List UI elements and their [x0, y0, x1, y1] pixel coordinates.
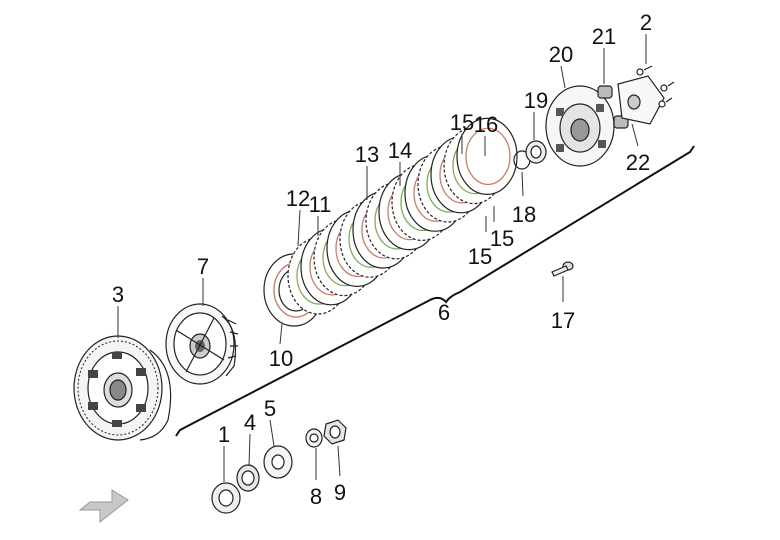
- callout-5: 5: [264, 396, 276, 421]
- callout-8: 8: [310, 484, 322, 509]
- washer-8: [305, 428, 323, 448]
- callout-17: 17: [551, 308, 575, 333]
- plate-inner-ring: [465, 127, 511, 186]
- friction-plate-stack: [287, 117, 518, 315]
- group-bracket-line: [175, 145, 695, 437]
- callout-6: 6: [438, 300, 450, 325]
- callout-12: 12: [286, 186, 310, 211]
- callout-10: 10: [269, 346, 293, 371]
- leader-lines: [117, 34, 647, 482]
- callout-19: 19: [524, 88, 548, 113]
- callout-1: 1: [218, 422, 230, 447]
- bolt-part: [551, 261, 574, 277]
- callout-15-top: 15: [450, 110, 474, 135]
- callout-13: 13: [355, 142, 379, 167]
- callout-14: 14: [388, 138, 412, 163]
- thrust-washer-5: [263, 445, 293, 479]
- callout-9: 9: [334, 480, 346, 505]
- callout-4: 4: [244, 410, 256, 435]
- pressure-plate: [545, 85, 615, 167]
- bearing-1: [211, 482, 241, 514]
- bushing-4: [236, 464, 260, 492]
- callout-labels: 3 7 10 12 11 13 14 15 16 15 15 18 19 20 …: [112, 10, 652, 509]
- clutch-springs: [597, 85, 629, 129]
- callout-15-mid: 15: [490, 226, 514, 251]
- clutch-hub: [165, 303, 239, 385]
- callout-11: 11: [309, 192, 332, 217]
- callout-22: 22: [626, 150, 650, 175]
- callout-2: 2: [640, 10, 652, 35]
- callout-3: 3: [112, 282, 124, 307]
- lifter-plate: [617, 65, 675, 125]
- callout-21: 21: [592, 24, 616, 49]
- direction-arrow-icon: [78, 489, 129, 524]
- callout-7: 7: [197, 254, 209, 279]
- callout-16: 16: [474, 112, 498, 137]
- callout-15-lower: 15: [468, 244, 492, 269]
- callout-20: 20: [549, 42, 573, 67]
- nut-9: [323, 419, 347, 445]
- callout-18: 18: [512, 202, 536, 227]
- clutch-housing: [73, 335, 172, 441]
- bearing-circlip: [513, 140, 547, 170]
